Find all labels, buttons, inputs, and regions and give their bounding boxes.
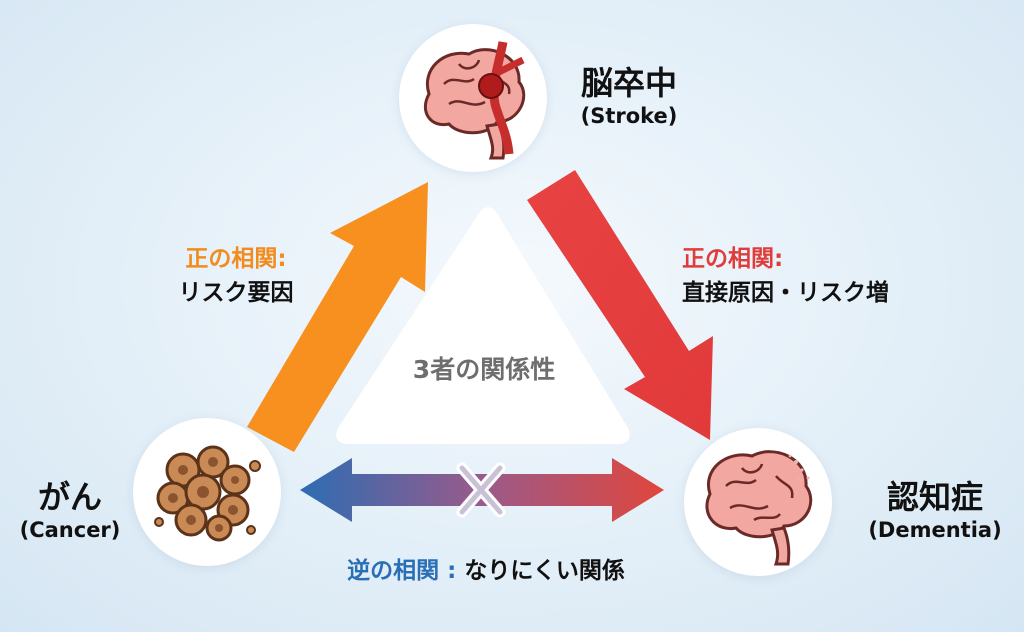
relation-cancer-dementia: 逆の相関 : なりにくい関係	[306, 554, 666, 588]
relation-stroke-dementia: 正の相関: 直接原因・リスク増	[682, 242, 962, 310]
dementia-label-en: (Dementia)	[868, 518, 1002, 542]
center-title: 3者の関係性	[412, 355, 556, 384]
dementia-label-jp: 認知症	[886, 478, 983, 516]
cancer-cells-icon	[154, 445, 261, 542]
stroke-node	[399, 24, 547, 172]
stroke-label-jp: 脳卒中	[580, 64, 677, 102]
dementia-label: 認知症 (Dementia)	[852, 478, 1018, 544]
brain-with-clot-icon	[423, 41, 526, 160]
relation-cancer-stroke-head: 正の相関:	[185, 246, 287, 272]
relation-cancer-dementia-head: 逆の相関 :	[347, 558, 457, 584]
cancer-label-en: (Cancer)	[19, 518, 121, 542]
relation-stroke-dementia-head: 正の相関:	[682, 246, 784, 272]
dementia-node	[684, 428, 832, 576]
brain-icon	[705, 450, 813, 566]
relation-cancer-stroke-desc: リスク要因	[178, 280, 294, 306]
stroke-label: 脳卒中 (Stroke)	[556, 64, 702, 130]
cancer-node	[133, 418, 281, 566]
center-triangle	[336, 207, 630, 444]
cross-mark-icon	[456, 462, 506, 518]
arrow-stroke-to-dementia	[527, 170, 713, 440]
arrow-cancer-to-stroke	[247, 182, 428, 452]
relation-cancer-stroke: 正の相関: リスク要因	[166, 242, 306, 310]
cancer-label-jp: がん	[37, 478, 102, 516]
stroke-label-en: (Stroke)	[580, 104, 678, 128]
relation-stroke-dementia-desc: 直接原因・リスク増	[682, 280, 889, 306]
cancer-label: がん (Cancer)	[4, 478, 136, 544]
relation-cancer-dementia-desc: なりにくい関係	[464, 558, 625, 584]
